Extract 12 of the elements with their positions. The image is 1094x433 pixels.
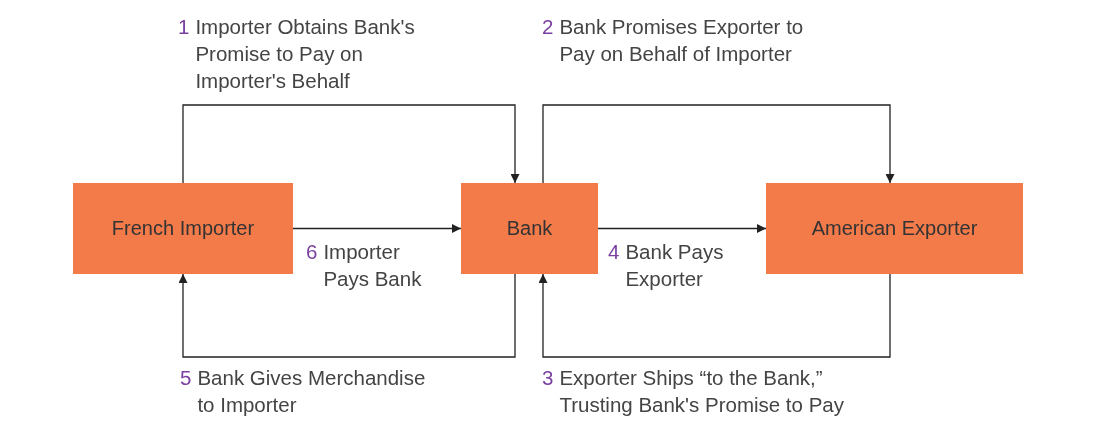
arrow — [597, 224, 767, 233]
process-box — [73, 183, 293, 274]
arrow — [292, 224, 462, 233]
process-box — [766, 183, 1023, 274]
arrow — [182, 104, 520, 184]
box-label: French Importer — [111, 217, 255, 240]
process-box — [461, 183, 598, 274]
arrow — [538, 273, 891, 358]
arrow — [178, 273, 516, 358]
box-label: American Exporter — [811, 217, 978, 240]
box-label: Bank — [506, 217, 553, 240]
arrow — [542, 104, 895, 184]
